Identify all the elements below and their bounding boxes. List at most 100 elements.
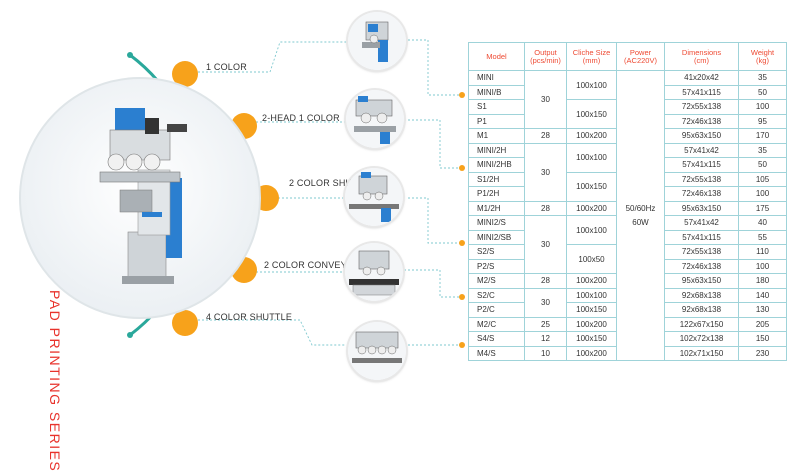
- cell-cliche: 100x200: [566, 345, 617, 361]
- thumb-2-shuttle[interactable]: [345, 168, 403, 226]
- cell-model: M4/S: [468, 345, 525, 361]
- cell-cliche: 100x100: [566, 215, 617, 245]
- cell-dimensions: 95x63x150: [664, 128, 739, 144]
- table-dots: [459, 92, 465, 348]
- cell-model: P2/S: [468, 258, 525, 274]
- thumb-2-conveyor[interactable]: [345, 243, 403, 301]
- cell-weight: 40: [738, 215, 787, 231]
- category-label-2-conveyor: 2 COLOR CONVEYOR: [264, 260, 361, 270]
- cell-dimensions: 57x41x42: [664, 142, 739, 158]
- cell-weight: 230: [738, 345, 787, 361]
- cell-model: M1: [468, 128, 525, 144]
- connector-lines: [198, 39, 462, 346]
- cell-model: MINI/2H: [468, 142, 525, 158]
- cell-model: S1/2H: [468, 171, 525, 187]
- cell-model: M1/2H: [468, 200, 525, 216]
- cell-weight: 100: [738, 99, 787, 115]
- cell-cliche: 100x200: [566, 128, 617, 144]
- cell-cliche: 100x150: [566, 331, 617, 347]
- cell-cliche: 100x150: [566, 171, 617, 202]
- thumb-1-color[interactable]: [348, 12, 406, 70]
- cell-weight: 105: [738, 171, 787, 187]
- cell-model: MINI2/S: [468, 215, 525, 231]
- cell-cliche: 100x150: [566, 302, 617, 318]
- cell-output: 30: [524, 70, 567, 129]
- two-color-shuttle-printer-icon: [345, 168, 403, 226]
- cell-model: P1/2H: [468, 186, 525, 202]
- spec-table: Model Output (pcs/min) Cliche Size (mm) …: [468, 42, 787, 361]
- cell-model: MINI/2HB: [468, 157, 525, 173]
- cell-model: M2/S: [468, 273, 525, 289]
- cell-model: M2/C: [468, 316, 525, 332]
- cell-weight: 55: [738, 229, 787, 245]
- cell-dimensions: 57x41x42: [664, 215, 739, 231]
- cell-dimensions: 92x68x138: [664, 287, 739, 303]
- cell-cliche: 100x200: [566, 273, 617, 289]
- cell-output: 28: [524, 128, 567, 144]
- two-head-pad-printer-icon: [346, 90, 404, 148]
- cell-model: MINI: [468, 70, 525, 86]
- cell-weight: 140: [738, 287, 787, 303]
- header-power: Power (AC220V): [616, 42, 665, 71]
- single-color-pad-printer-icon: [348, 12, 406, 70]
- category-label-1-color: 1 COLOR: [206, 62, 247, 72]
- cell-dimensions: 41x20x42: [664, 70, 739, 86]
- cell-cliche: 100x100: [566, 142, 617, 173]
- series-title-text: PAD PRINTING SERIES: [47, 290, 63, 472]
- thumb-2-head[interactable]: [346, 90, 404, 148]
- cell-dimensions: 57x41x115: [664, 84, 739, 100]
- cell-model: S4/S: [468, 331, 525, 347]
- cell-dimensions: 72x46x138: [664, 113, 739, 129]
- main-machine-icon: [99, 108, 187, 284]
- cell-output: 12: [524, 331, 567, 347]
- cell-model: S2/S: [468, 244, 525, 260]
- cell-cliche: 100x200: [566, 200, 617, 216]
- dot-4-shuttle: [172, 310, 198, 336]
- cell-dimensions: 72x55x138: [664, 244, 739, 260]
- cell-dimensions: 95x63x150: [664, 273, 739, 289]
- dot-1-color: [172, 61, 198, 87]
- thumb-4-shuttle[interactable]: [348, 322, 406, 380]
- category-label-4-shuttle: 4 COLOR SHUTTLE: [206, 312, 293, 322]
- cell-dimensions: 102x71x150: [664, 345, 739, 361]
- cell-weight: 130: [738, 302, 787, 318]
- cell-dimensions: 72x46x138: [664, 258, 739, 274]
- cell-cliche: 100x200: [566, 316, 617, 332]
- cell-dimensions: 57x41x115: [664, 157, 739, 173]
- cell-weight: 175: [738, 200, 787, 216]
- cell-model: MINI/B: [468, 84, 525, 100]
- cell-cliche: 100x150: [566, 99, 617, 129]
- cell-dimensions: 95x63x150: [664, 200, 739, 216]
- cell-weight: 170: [738, 128, 787, 144]
- cell-model: P2/C: [468, 302, 525, 318]
- series-title: PAD PRINTING SERIES: [47, 290, 63, 472]
- cell-output: 25: [524, 316, 567, 332]
- header-cliche: Cliche Size (mm): [566, 42, 617, 71]
- cell-weight: 35: [738, 142, 787, 158]
- cell-weight: 50: [738, 157, 787, 173]
- cell-model: MINI2/SB: [468, 229, 525, 245]
- cell-dimensions: 122x67x150: [664, 316, 739, 332]
- cell-power: 50/60Hz 60W: [616, 70, 665, 361]
- cell-cliche: 100x100: [566, 287, 617, 303]
- cell-dimensions: 72x55x138: [664, 99, 739, 115]
- header-output: Output (pcs/min): [524, 42, 567, 71]
- header-model: Model: [468, 42, 525, 71]
- category-label-2-shuttle: 2 COLOR SHUTTLE: [289, 178, 376, 188]
